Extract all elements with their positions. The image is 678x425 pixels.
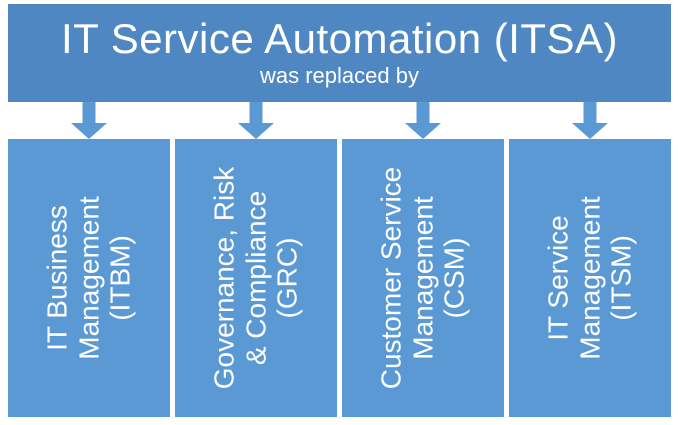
box-grc: Governance, Risk & Compliance (GRC) — [175, 139, 337, 417]
down-arrow-icon — [571, 102, 609, 139]
header-subtitle: was replaced by — [260, 63, 419, 89]
box-label: IT Business Management (ITBM) — [41, 196, 136, 360]
down-arrow-icon — [70, 102, 108, 139]
replacement-boxes: IT Business Management (ITBM) Governance… — [8, 139, 671, 417]
header-box: IT Service Automation (ITSA) was replace… — [8, 4, 671, 102]
down-arrow-icon — [237, 102, 275, 139]
box-csm: Customer Service Management (CSM) — [342, 139, 504, 417]
box-label: IT Service Management (ITSM) — [542, 196, 637, 360]
box-label: Governance, Risk & Compliance (GRC) — [208, 166, 303, 390]
down-arrow-icon — [404, 102, 442, 139]
arrows-row — [8, 102, 671, 139]
box-label: Customer Service Management (CSM) — [375, 166, 470, 390]
box-itsm: IT Service Management (ITSM) — [509, 139, 671, 417]
box-itbm: IT Business Management (ITBM) — [8, 139, 170, 417]
header-title: IT Service Automation (ITSA) — [60, 15, 619, 63]
